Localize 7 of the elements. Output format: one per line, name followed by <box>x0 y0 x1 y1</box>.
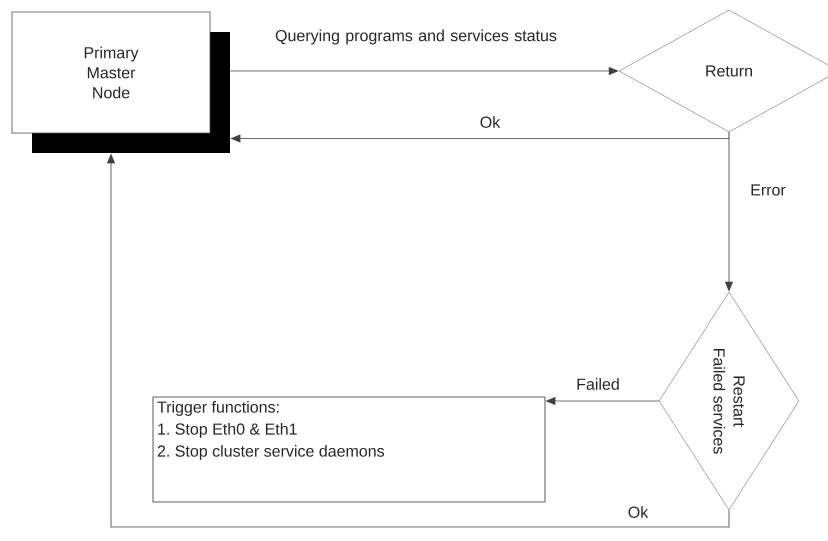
edge-label: Ok <box>628 506 648 518</box>
edge-label: Error <box>752 184 786 196</box>
process-box: Trigger functions: 1. Stop Eth0 & Eth1 2. Stop cluster service daemons <box>152 396 546 502</box>
edge-label: Ok <box>480 116 500 128</box>
edge-label: Failed <box>578 378 619 390</box>
process-box: Primary Master Node <box>12 12 230 153</box>
edge-label: Querying programs and services status <box>276 30 556 44</box>
